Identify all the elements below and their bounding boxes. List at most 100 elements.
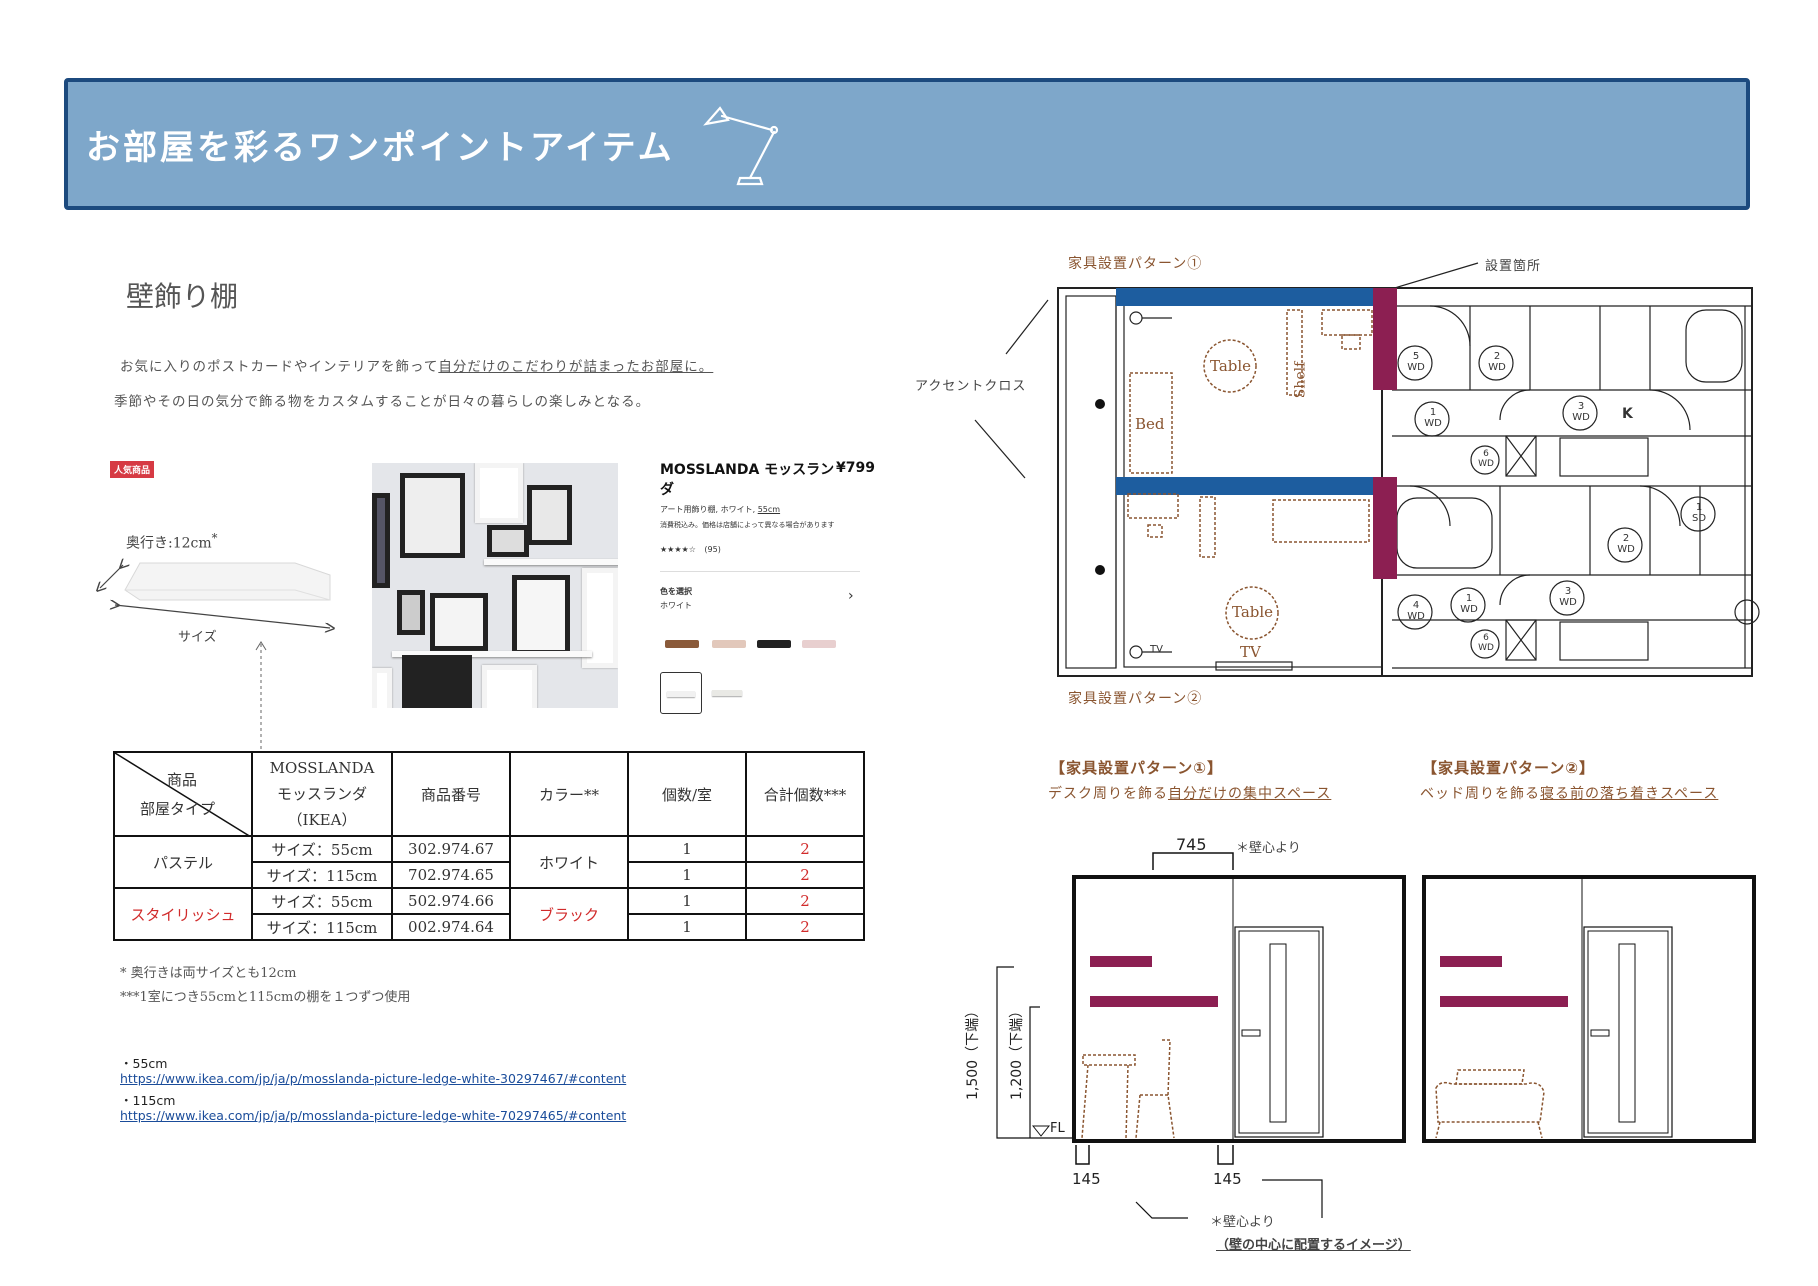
pattern2-subtitle: ベッド周りを飾る寝る前の落ち着きスペース (1420, 786, 1719, 802)
header-room-type: 部屋タイプ (140, 800, 216, 818)
cell-color-white: ホワイト (509, 835, 629, 889)
pattern1-heading: 【家具設置パターン①】 (1050, 759, 1223, 777)
link-label-115: ・115cm (120, 1093, 176, 1108)
cell-total: 2 (745, 913, 865, 941)
note-depth: * 奥行きは両サイズとも12cm (120, 966, 297, 981)
plan-tv: TV (1240, 643, 1261, 661)
cell-qty: 1 (627, 913, 747, 941)
cell-qty: 1 (627, 861, 747, 889)
dim-1500-label: 1,500（下端） (965, 1003, 981, 1100)
plan-bed: Bed (1135, 415, 1165, 433)
rating-stars: ★★★★☆ (660, 545, 696, 554)
header-number: 商品番号 (391, 751, 511, 837)
plan-table-1: Table (1210, 357, 1252, 375)
cell-size: サイズ：55cm (251, 835, 393, 863)
header-product: 商品 (167, 771, 198, 789)
link-115cm[interactable]: https://www.ikea.com/jp/ja/p/mosslanda-p… (120, 1108, 627, 1123)
room-stylish: スタイリッシュ (113, 887, 253, 941)
cell-qty: 1 (627, 835, 747, 863)
dim-745: 745 (1176, 835, 1207, 854)
intro-line-2: 季節やその日の気分で飾る物をカスタムすることが日々の暮らしの楽しみとなる。 (114, 394, 651, 410)
swatch-beige[interactable] (712, 640, 746, 648)
chevron-right-icon[interactable]: › (848, 588, 854, 604)
cell-number: 502.974.66 (391, 887, 511, 915)
size-label: サイズ (178, 630, 217, 645)
product-desc: アート用飾り棚, ホワイト, 55cm (660, 505, 781, 514)
header-qty: 個数/室 (627, 751, 747, 837)
swatch-brown[interactable] (665, 640, 699, 648)
dim-145-left: 145 (1072, 1170, 1101, 1188)
cell-number: 702.974.65 (391, 861, 511, 889)
pattern1-subtitle: デスク周りを飾る自分だけの集中スペース (1048, 786, 1332, 802)
table-row: サイズ：115cm 702.974.65 1 2 (114, 861, 865, 889)
table-row: スタイリッシュ サイズ：55cm 502.974.66 ブラック 1 2 (113, 887, 865, 941)
fl-label: FL (1050, 1121, 1065, 1136)
pattern2-heading: 【家具設置パターン②】 (1422, 759, 1595, 777)
link-label-55: ・55cm (120, 1056, 168, 1071)
pattern1-label: 家具設置パターン① (1068, 256, 1203, 272)
cell-total: 2 (745, 887, 865, 915)
dim-1200-label: 1,200（下端） (1009, 1003, 1025, 1100)
cell-size: サイズ：115cm (251, 861, 393, 889)
popular-badge: 人気商品 (110, 461, 155, 478)
table-row: サイズ：115cm 002.974.64 1 2 (114, 913, 865, 941)
cell-color-black: ブラック (509, 887, 629, 941)
rating: ★★★★☆ (95) (660, 545, 721, 554)
accent-cloth-label: アクセントクロス (915, 379, 1027, 394)
cell-qty: 1 (627, 887, 747, 915)
color-value: ホワイト (660, 601, 692, 610)
review-count: (95) (704, 545, 721, 554)
header-total: 合計個数*** (745, 751, 865, 837)
title-banner (64, 78, 1750, 210)
intro-line-1: お気に入りのポストカードやインテリアを飾って自分だけのこだわりが詰まったお部屋に… (120, 359, 714, 375)
product-price: ¥799 (836, 460, 875, 476)
cell-number: 302.974.67 (391, 835, 511, 863)
plan-tv-small: TV (1150, 644, 1163, 655)
swatch-black[interactable] (757, 640, 791, 648)
pattern2-label: 家具設置パターン② (1068, 691, 1203, 707)
room-pastel: パステル (113, 835, 253, 889)
plan-kitchen: K (1622, 406, 1633, 422)
link-55cm[interactable]: https://www.ikea.com/jp/ja/p/mosslanda-p… (120, 1071, 627, 1086)
cell-total: 2 (745, 861, 865, 889)
note-usage: ***1室につき55cmと115cmの棚を１つずつ使用 (120, 990, 411, 1005)
plan-table-2: Table (1232, 603, 1274, 621)
product-name: MOSSLANDA モッスランダ (660, 462, 835, 498)
wall-center-note: ＊壁心より (1236, 841, 1301, 856)
swatch-selected-white[interactable] (660, 672, 702, 714)
cell-size: サイズ：55cm (251, 887, 393, 915)
shelf-illustration (95, 555, 345, 665)
swatch-pink[interactable] (802, 640, 836, 648)
color-select-label: 色を選択 (660, 587, 692, 596)
cell-size: サイズ：115cm (251, 913, 393, 941)
cell-total: 2 (745, 835, 865, 863)
swatch-thumb[interactable] (712, 690, 742, 696)
bottom-wall-center-note: ＊壁心より (1210, 1215, 1275, 1230)
header-color: カラー** (509, 751, 629, 837)
header-diagonal-cell: 商品 部屋タイプ (113, 751, 253, 837)
cell-number: 002.974.64 (391, 913, 511, 941)
product-photo (372, 463, 618, 708)
depth-label: 奥行き:12cm* (126, 531, 218, 552)
dim-145-right: 145 (1213, 1170, 1242, 1188)
page-title: お部屋を彩るワンポイントアイテム (86, 128, 675, 168)
section-title: 壁飾り棚 (126, 280, 239, 313)
table-row: パステル サイズ：55cm 302.974.67 ホワイト 1 2 (113, 835, 865, 889)
divider (660, 571, 860, 572)
dashed-leader (255, 641, 267, 750)
desk-lamp-icon (703, 106, 779, 186)
bottom-placement-note: （壁の中心に配置するイメージ） (1216, 1238, 1411, 1253)
